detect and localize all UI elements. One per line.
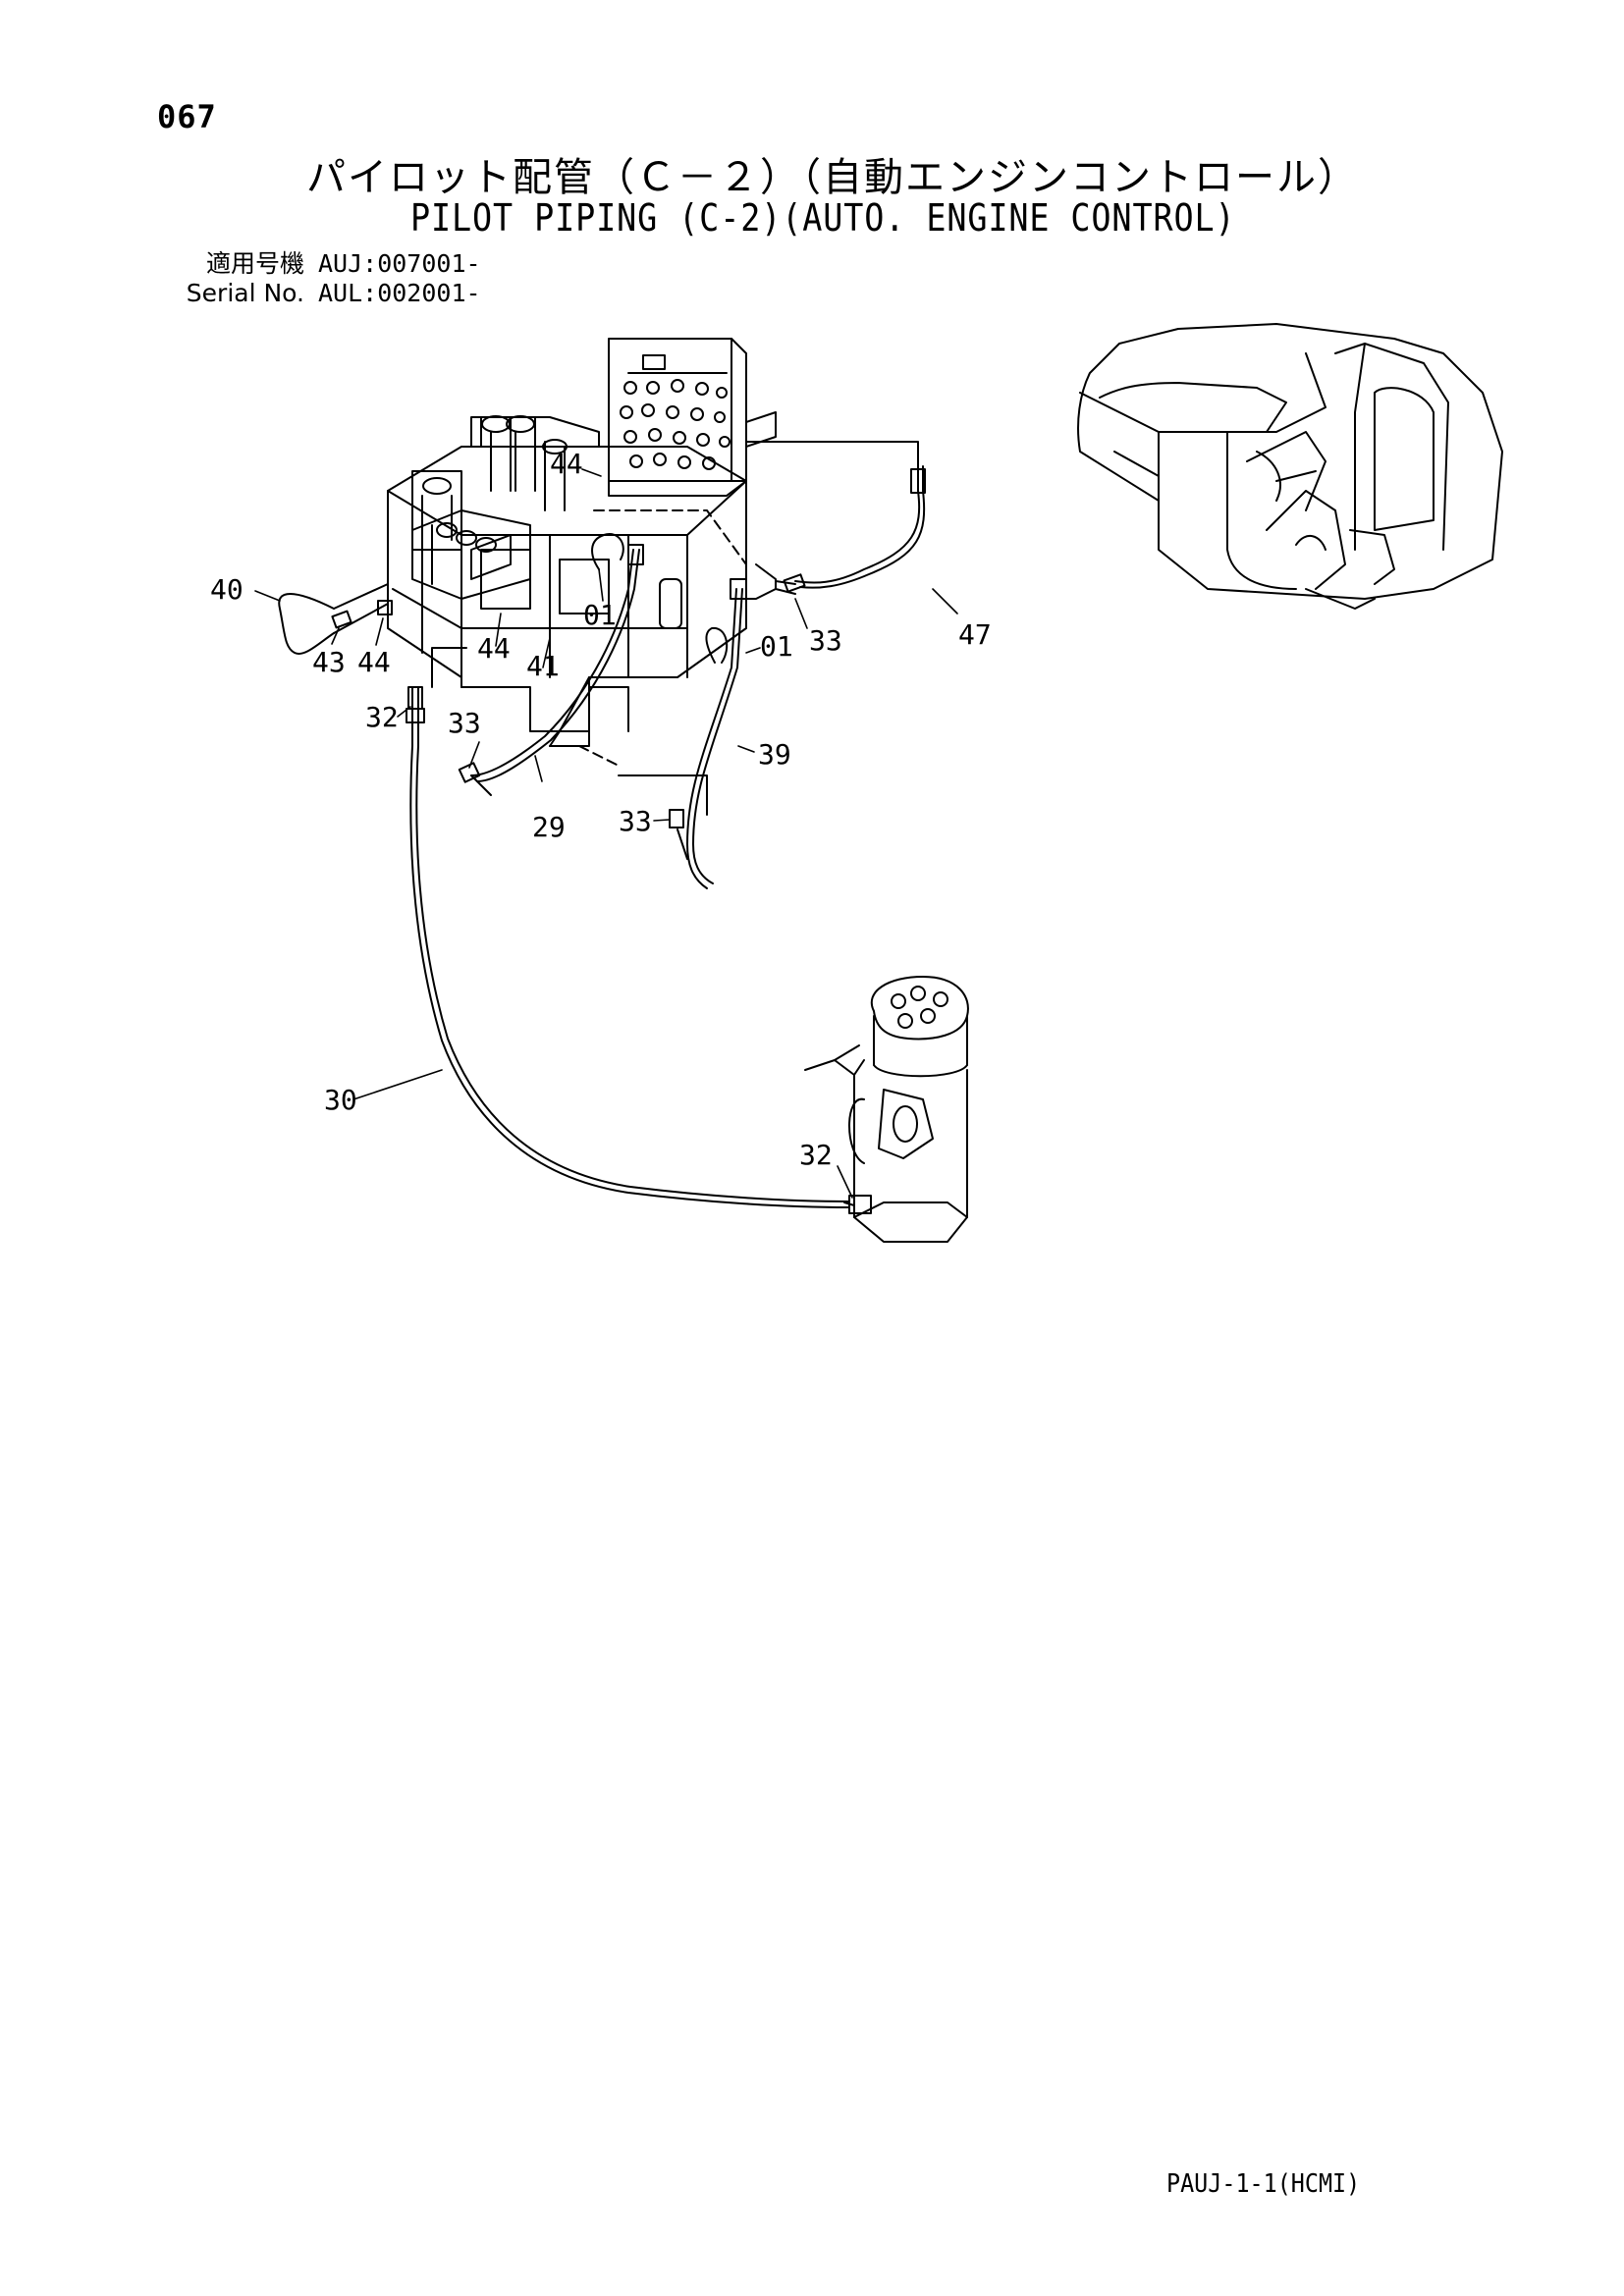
callout-32: 32 xyxy=(365,701,399,733)
callout-44: 44 xyxy=(477,632,511,665)
excavator-reference-view xyxy=(1077,323,1503,610)
title-english: PILOT PIPING (C-2)(AUTO. ENGINE CONTROL) xyxy=(410,196,1236,240)
callout-01: 01 xyxy=(583,599,617,631)
callout-39: 39 xyxy=(758,738,791,771)
serial-block: 適用号機 AUJ:007001- Serial No. AUL:002001- xyxy=(157,249,481,308)
serial-label: 適用号機 xyxy=(205,249,304,278)
control-valve-body xyxy=(387,446,747,732)
page-number: 067 xyxy=(157,98,217,135)
title-japanese: パイロット配管（Ｃ－２）（自動エンジンコントロール） xyxy=(306,155,1359,200)
pilot-valve-box xyxy=(608,338,777,497)
callout-33: 33 xyxy=(809,624,842,657)
callout-33: 33 xyxy=(448,707,481,739)
serial-label: Serial No. xyxy=(186,279,304,307)
callout-47: 47 xyxy=(958,618,992,651)
serial-row-number: Serial No. AUL:002001- xyxy=(157,279,481,308)
serial-row-applicable: 適用号機 AUJ:007001- xyxy=(157,249,481,279)
hose-29 xyxy=(458,544,644,796)
callout-44: 44 xyxy=(550,448,583,480)
hose-30 xyxy=(406,686,850,1208)
callout-41: 41 xyxy=(526,650,560,682)
tube-01 xyxy=(591,533,729,664)
reference-leader-lines xyxy=(431,441,919,816)
callout-30: 30 xyxy=(324,1084,357,1116)
hose-47 xyxy=(775,465,926,593)
serial-value: AUL:002001- xyxy=(318,279,481,307)
callout-40: 40 xyxy=(210,573,244,606)
callout-labels: 44 40 43 44 44 41 01 01 33 47 32 33 39 2… xyxy=(210,448,992,1171)
center-joint-assembly xyxy=(804,976,969,1243)
callout-29: 29 xyxy=(532,811,566,843)
callout-43: 43 xyxy=(312,646,346,678)
hose-39 xyxy=(669,578,747,889)
footer-code: PAUJ-1-1(HCMI) xyxy=(1166,2169,1361,2199)
callout-33: 33 xyxy=(619,805,652,837)
serial-value: AUJ:007001- xyxy=(318,249,481,278)
callout-leaders xyxy=(254,468,958,1199)
valve-upper-section xyxy=(411,415,600,551)
callout-32: 32 xyxy=(799,1139,833,1171)
hose-40 xyxy=(278,583,393,655)
callout-44: 44 xyxy=(357,646,391,678)
callout-01: 01 xyxy=(760,630,793,663)
spool-valve xyxy=(411,509,531,600)
